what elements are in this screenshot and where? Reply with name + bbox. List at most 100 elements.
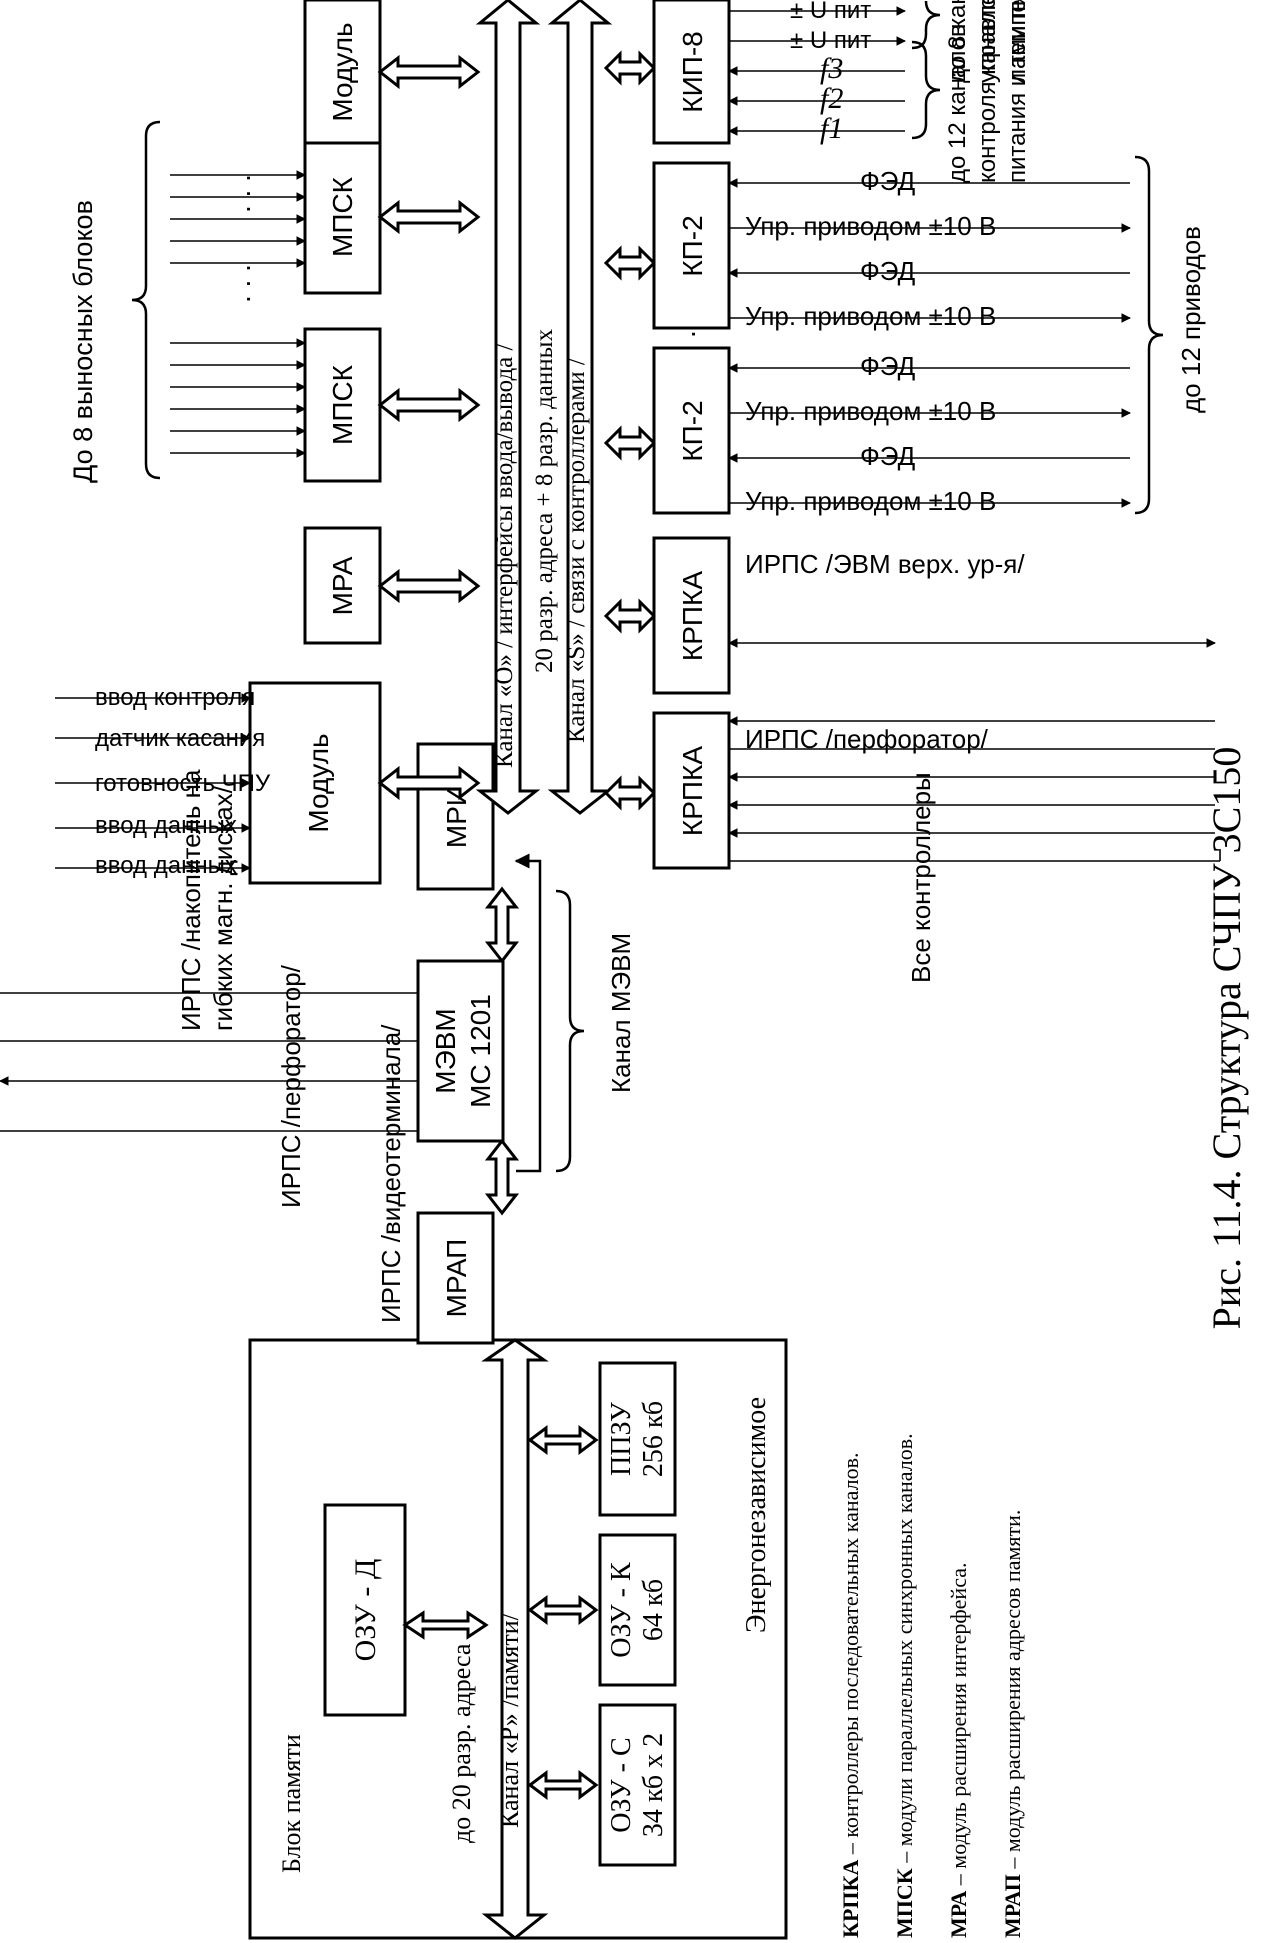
up-to-12-drives-label: до 12 приводов xyxy=(1176,226,1206,413)
kp2-block-2: КП-2 xyxy=(652,161,731,330)
ozu-d-label: ОЗУ - Д xyxy=(349,1559,382,1662)
legend-item-mpsk: МПСК – модули параллельных синхронных ка… xyxy=(892,1433,917,1938)
mri-block: МРИ xyxy=(416,742,495,891)
mrap-mevm-connector xyxy=(484,1138,520,1216)
kp2-2-lines xyxy=(728,178,1131,323)
legend-item-krpka: КРПКА – контроллеры последовательных кан… xyxy=(838,1453,863,1938)
ozu-s-box xyxy=(598,1703,677,1867)
ppzu-line2: 256 кб xyxy=(638,1401,669,1477)
mpsk-2-label: МПСК xyxy=(327,176,358,257)
irps-perforator-label: ИРПС /перфоратор/ xyxy=(745,724,989,754)
kip-note-2: до 8 каналов управления кана- лами питан… xyxy=(944,0,1031,83)
legend-item-mra: МРА – модуль расширения интерфейса. xyxy=(946,1563,971,1939)
krpka-block-2: КРПКА xyxy=(652,536,731,695)
memory-block-title: Блок памяти xyxy=(277,1734,306,1873)
ozu-s-line2: 34 кб х 2 xyxy=(638,1733,669,1837)
channel-mevm-label: Канал МЭВМ xyxy=(606,933,636,1093)
ppzu-line1: ППЗУ xyxy=(606,1402,637,1476)
krpka-block-1: КРПКА xyxy=(652,711,731,870)
krpka-2-connector xyxy=(603,598,657,634)
mpsk-block-2: МПСК xyxy=(303,139,382,295)
all-controllers-label: Все контроллеры xyxy=(906,772,936,983)
channel-mevm-loop xyxy=(514,853,542,1173)
bus-p xyxy=(481,1338,549,1940)
svg-text:до 12 каналов: до 12 каналов xyxy=(944,24,971,183)
kp2-1-fed-2: ФЭД xyxy=(860,351,916,381)
mevm-mri-connector xyxy=(484,886,520,964)
ozu-d-connector xyxy=(402,1610,489,1640)
ozu-k-connector xyxy=(527,1595,599,1625)
kip8-label: КИП-8 xyxy=(677,31,708,112)
mra-block: МРА xyxy=(303,526,382,645)
io-videoterminal-label: ИРПС /видеотерминала/ xyxy=(376,1024,406,1323)
drives-brace xyxy=(1134,155,1164,515)
mra-connector xyxy=(377,568,481,604)
kp2-2-connector xyxy=(603,245,657,281)
remote-blocks-label: До 8 выносных блоков xyxy=(68,200,98,483)
kip-brace-1 xyxy=(911,40,941,140)
svg-text:лами питания: лами питания xyxy=(1004,0,1031,83)
ppzu-connector xyxy=(527,1425,599,1455)
kp2-2-drive-1: Упр. приводом ±10 В xyxy=(745,301,996,331)
ozu-s-connector xyxy=(527,1770,599,1800)
kip8-connector xyxy=(603,50,657,86)
module-main: Модуль xyxy=(248,681,382,885)
irps-evm-label: ИРПС /ЭВМ верх. ур-я/ xyxy=(745,549,1025,579)
mpsk-1-label: МПСК xyxy=(327,364,358,445)
ppzu-box xyxy=(598,1361,677,1517)
mpsk-ellipsis-2: . . . xyxy=(225,174,256,213)
kp2-block-1: КП-2 xyxy=(652,346,731,515)
bus-o xyxy=(475,0,541,815)
signal-data-in-1: ввод данных xyxy=(95,852,237,879)
ozu-k-line2: 64 кб xyxy=(638,1579,669,1641)
kip8-block: КИП-8 xyxy=(652,0,731,145)
mpsk-1-connector xyxy=(377,387,481,423)
ozu-s-line1: ОЗУ - С xyxy=(606,1737,637,1832)
module-main-connector xyxy=(377,765,481,801)
figure-caption: Рис. 11.4. Структура СЧПУ 3С150 xyxy=(1204,747,1249,1330)
kp2-2-label: КП-2 xyxy=(677,215,708,276)
kp2-1-fed-1: ФЭД xyxy=(860,441,916,471)
kip8-lines xyxy=(728,6,906,136)
mra-label: МРА xyxy=(327,556,358,615)
io-floppy-line1: ИРПС /накопитель на xyxy=(176,769,206,1031)
channel-mevm-brace xyxy=(555,889,585,1173)
bus-s xyxy=(547,0,613,815)
kp2-2-fed-2: ФЭД xyxy=(860,166,916,196)
io-floppy-line2: гибких магн. дисках/ xyxy=(208,785,238,1031)
kp2-1-label: КП-2 xyxy=(677,400,708,461)
kp2-2-drive-2: Упр. приводом ±10 В xyxy=(745,211,996,241)
mrap-block: МРАП xyxy=(416,1211,495,1345)
svg-text:контроля каналов: контроля каналов xyxy=(974,0,1001,183)
kip-brace-2 xyxy=(911,0,941,50)
svg-text:питания и темпер.: питания и темпер. xyxy=(1004,0,1031,183)
kp2-1-connector xyxy=(603,425,657,461)
svg-text:управления кана-: управления кана- xyxy=(974,0,1001,83)
krpka-2-label: КРПКА xyxy=(677,571,708,661)
legend: КРПКА – контроллеры последовательных кан… xyxy=(838,1433,1025,1938)
module-top-connector xyxy=(377,54,481,90)
addr-label: до 20 разр. адреса xyxy=(447,1643,476,1843)
channel-p-label: Канал «Р» /памяти/ xyxy=(495,1612,524,1828)
signal-data-in-2: ввод данных xyxy=(95,812,237,839)
module-top: Модуль xyxy=(303,0,382,145)
signal-ready: готовность ЧПУ xyxy=(95,770,271,797)
kip-signal-f2: f2 xyxy=(820,82,843,115)
module-top-label: Модуль xyxy=(327,22,358,121)
kp2-2-fed-1: ФЭД xyxy=(860,256,916,286)
kip-signal-f3: f3 xyxy=(820,52,843,85)
mevm-line2: МС 1201 xyxy=(465,994,496,1108)
mpsk-2-inputs xyxy=(170,170,306,268)
remote-blocks-brace xyxy=(131,120,161,480)
krpka-1-label: КРПКА xyxy=(677,746,708,836)
kip-note-1: до 12 каналов контроля каналов питания и… xyxy=(944,0,1031,183)
mpsk-block-1: МПСК xyxy=(303,327,382,483)
mevm-block: МЭВМ МС 1201 xyxy=(416,959,505,1143)
mpsk-2-connector xyxy=(377,199,481,235)
signal-touch-sensor: датчик касания xyxy=(95,725,265,752)
ozu-d-box xyxy=(323,1503,407,1717)
ozu-k-line1: ОЗУ - К xyxy=(606,1562,637,1658)
kp2-1-lines xyxy=(728,363,1131,508)
legend-item-mrap: МРАП – модуль расширения адресов памяти. xyxy=(1000,1510,1025,1938)
